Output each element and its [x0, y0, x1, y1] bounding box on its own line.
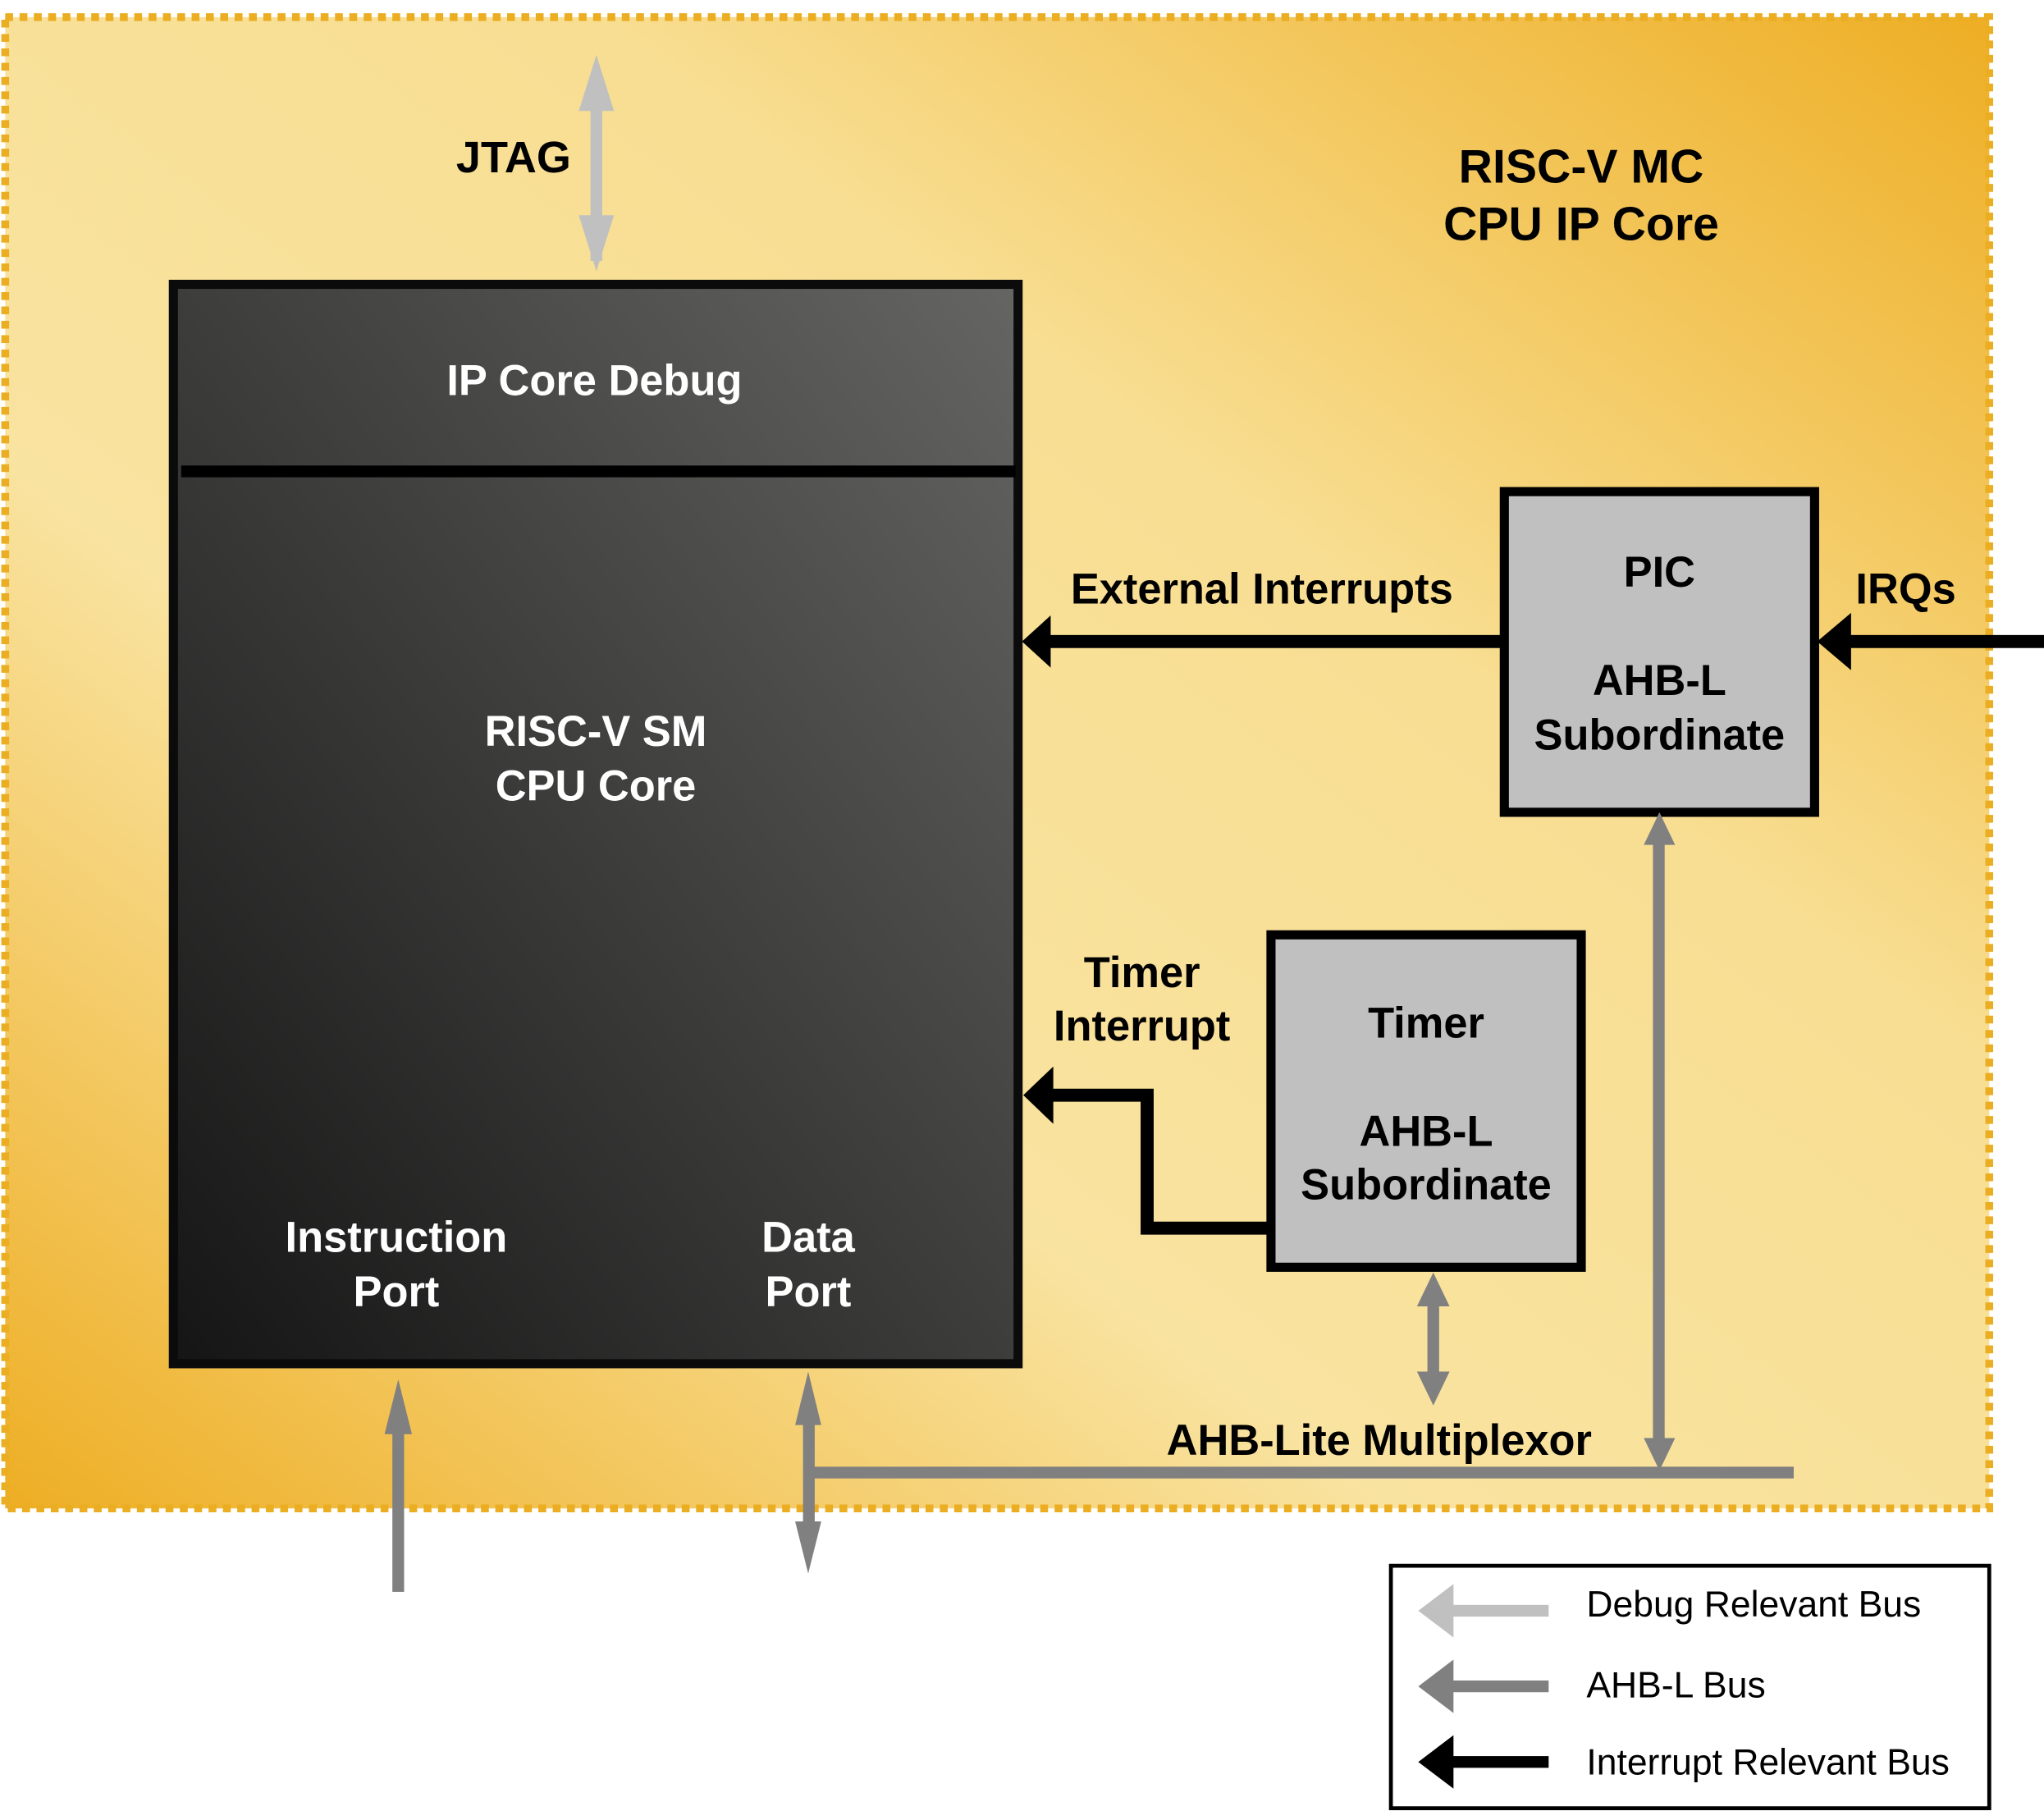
timer-type-line2: Subordinate — [1301, 1162, 1552, 1210]
legend: Debug Relevant Bus AHB-L Bus Interrupt R… — [1388, 1563, 1991, 1811]
container-title-line2: CPU IP Core — [1443, 198, 1719, 250]
cpu-core-line2: CPU Core — [496, 763, 697, 811]
legend-ahb-label: AHB-L Bus — [1586, 1666, 1765, 1706]
legend-interrupt-label: Interrupt Relevant Bus — [1586, 1742, 1949, 1782]
data-port-line1: Data — [761, 1214, 855, 1261]
instruction-port-line2: Port — [354, 1269, 440, 1316]
timer-interrupt-line2: Interrupt — [1054, 1003, 1230, 1050]
timer-interrupt-arrow — [1023, 1066, 1271, 1235]
instruction-port-arrow — [384, 1379, 413, 1592]
pic-type-line1: AHB-L — [1593, 657, 1726, 705]
legend-debug-label: Debug Relevant Bus — [1586, 1585, 1921, 1625]
pic-type-line2: Subordinate — [1534, 712, 1785, 760]
timer-name: Timer — [1368, 1000, 1484, 1048]
external-interrupts-label: External Interrupts — [1071, 566, 1453, 614]
instruction-port-line1: Instruction — [286, 1214, 508, 1261]
debug-divider — [181, 465, 1016, 478]
pic-ahb-arrow — [1644, 812, 1676, 1471]
legend-ahb-arrow-icon — [1418, 1659, 1549, 1713]
legend-debug-arrow-icon — [1418, 1584, 1549, 1638]
irqs-arrow — [1817, 612, 2044, 670]
cpu-core-line1: RISC-V SM — [485, 708, 707, 756]
ahb-multiplexor-label: AHB-Lite Multiplexor — [1167, 1417, 1592, 1465]
timer-interrupt-line1: Timer — [1084, 949, 1200, 997]
pic-block — [1499, 487, 1819, 817]
container-title-line1: RISC-V MC — [1459, 141, 1704, 194]
ahb-multiplexor-bus — [807, 1466, 1794, 1479]
jtag-bus-arrow — [578, 54, 615, 272]
data-port-line2: Port — [766, 1269, 852, 1316]
legend-interrupt-arrow-icon — [1418, 1735, 1549, 1789]
ip-core-debug-label: IP Core Debug — [446, 358, 742, 405]
timer-ahb-arrow — [1416, 1272, 1450, 1406]
pic-name: PIC — [1624, 549, 1695, 597]
data-port-arrow — [795, 1371, 821, 1574]
timer-block — [1266, 930, 1586, 1272]
irqs-label: IRQs — [1855, 566, 1955, 614]
external-interrupts-arrow — [1022, 615, 1505, 668]
timer-type-line1: AHB-L — [1359, 1109, 1493, 1156]
cpu-block — [168, 279, 1023, 1369]
jtag-label: JTAG — [456, 133, 571, 182]
